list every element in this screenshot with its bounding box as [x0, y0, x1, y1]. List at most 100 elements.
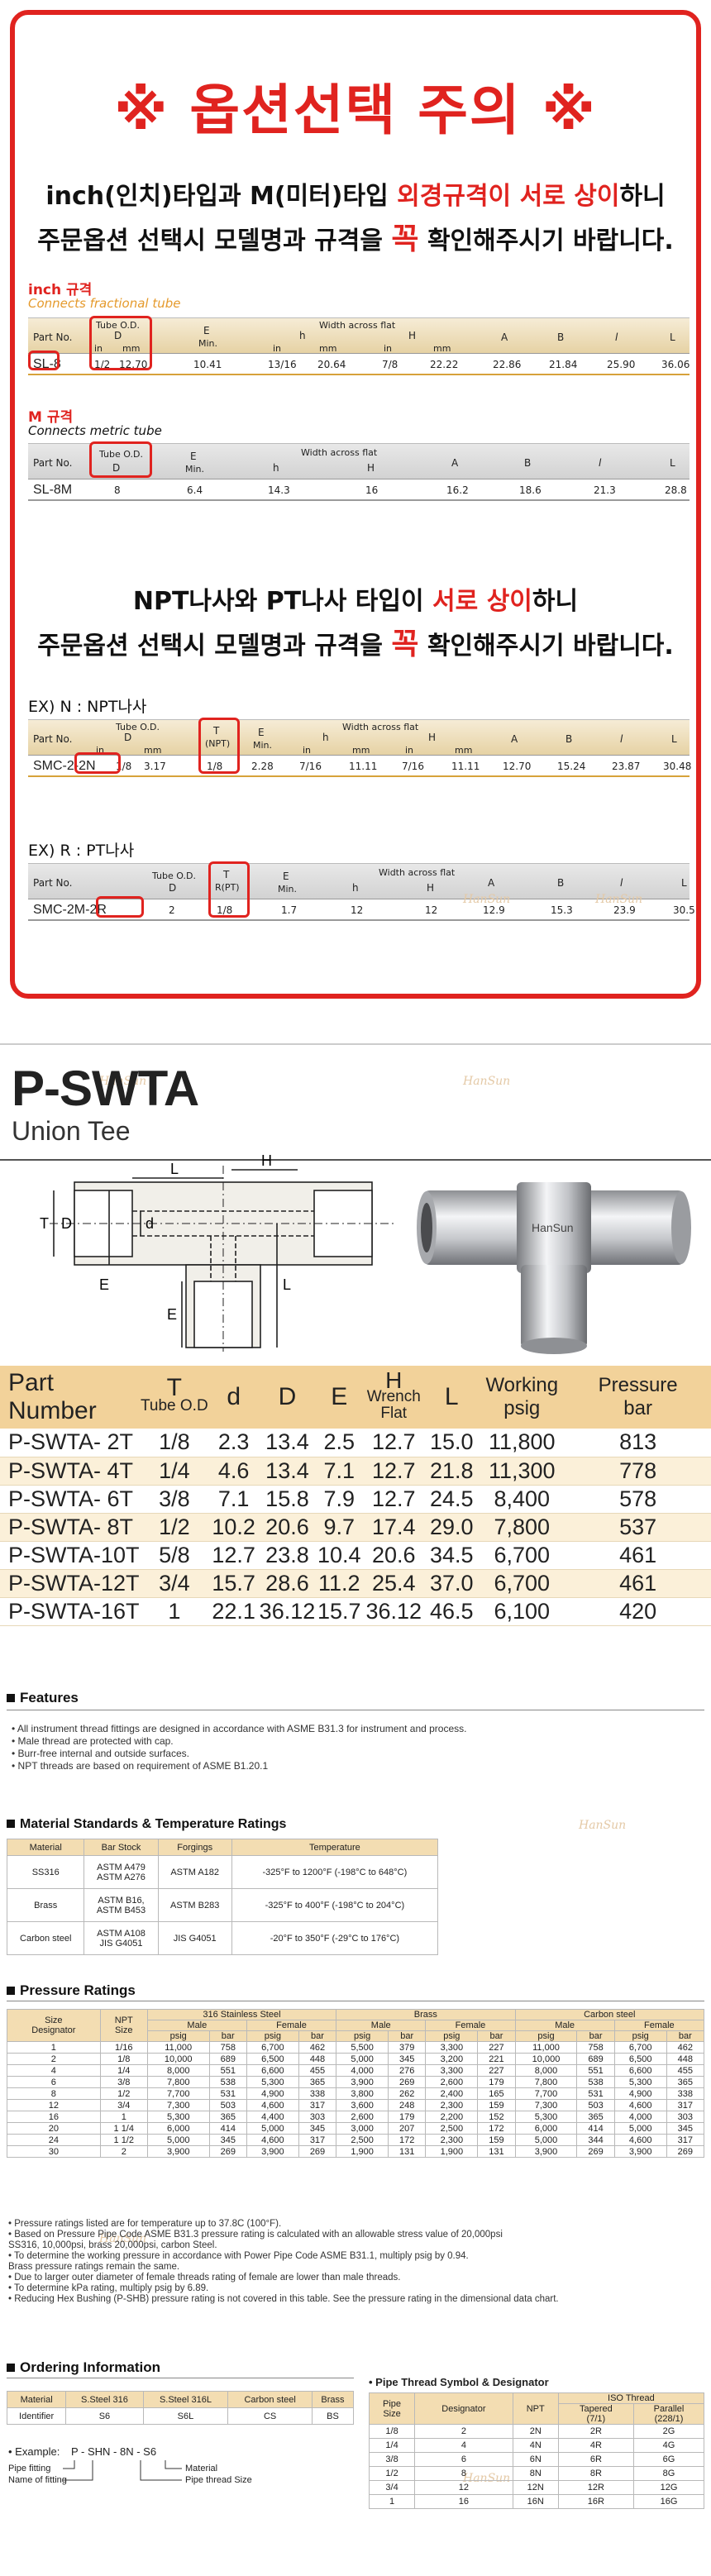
- col-e: E: [315, 1366, 364, 1429]
- table-cell: S6: [65, 2407, 144, 2425]
- table-cell: 6,000: [514, 2122, 578, 2135]
- table-cell: 462: [298, 2041, 337, 2054]
- table-cell: 221: [477, 2053, 516, 2065]
- table-cell: 3,900: [336, 2076, 389, 2088]
- pressure-note: Brass pressure ratings remain the same.: [8, 2262, 180, 2272]
- table-cell: 758: [208, 2041, 247, 2054]
- example-code: P - SHN - 8N - S6: [71, 2445, 157, 2458]
- table-cell: 531: [576, 2087, 615, 2100]
- example-label: • Example:: [8, 2445, 60, 2458]
- table-cell: 813: [619, 1429, 657, 1455]
- table-cell: 276: [388, 2064, 427, 2077]
- table-cell: 6,500: [246, 2053, 299, 2065]
- table-cell: 2,300: [425, 2134, 479, 2146]
- product-subtitle: Union Tee: [12, 1116, 131, 1146]
- table-cell: 1: [99, 2111, 148, 2123]
- table-cell: 269: [298, 2145, 337, 2158]
- watermark: HanSun: [99, 2232, 147, 2245]
- table-cell: 7.1: [315, 1457, 364, 1485]
- dimension-table: Part Number T Tube O.D d D E H Wrench Fl…: [0, 1366, 711, 1626]
- col-d: d: [208, 1366, 260, 1429]
- table-cell: 7,800: [514, 2076, 578, 2088]
- header-cell: psig: [425, 2030, 479, 2042]
- pressure-note: • Pressure ratings listed are for temper…: [8, 2219, 282, 2229]
- table-cell: 414: [576, 2122, 615, 2135]
- table-cell: 262: [388, 2087, 427, 2100]
- col-tube-od: T Tube O.D: [141, 1366, 208, 1429]
- table-cell: 12.7: [363, 1457, 425, 1485]
- table-cell: 248: [388, 2099, 427, 2111]
- table-cell: 172: [477, 2122, 516, 2135]
- notice-line-1: inch(인치)타입과 M(미터)타입 외경규격이 서로 상이하니: [45, 182, 666, 211]
- table-cell: 16R: [557, 2494, 634, 2509]
- table-cell: 2.3: [217, 1429, 250, 1455]
- union-tee-photo: HanSun: [417, 1182, 691, 1354]
- table-cell: 6,000: [146, 2122, 210, 2135]
- table-cell: Identifier: [6, 2407, 67, 2425]
- pressure-note: • To determine the working pressure in a…: [8, 2251, 469, 2261]
- table-cell: -325°F to 400°F (-198°C to 204°C): [231, 1888, 439, 1922]
- table-cell: 4G: [632, 2438, 705, 2453]
- header-cell: Male: [146, 2020, 247, 2031]
- brand-stamp: HanSun: [532, 1221, 574, 1234]
- header-cell: Designator: [414, 2392, 513, 2425]
- table-cell: S6L: [142, 2407, 229, 2425]
- table-cell: 12: [414, 2480, 513, 2495]
- table-cell: 5/8: [159, 1542, 190, 1567]
- table-cell: 345: [388, 2053, 427, 2065]
- header-cell: bar: [666, 2030, 705, 2042]
- table-cell: 2,600: [336, 2111, 389, 2123]
- table-cell: 7,800: [146, 2076, 210, 2088]
- table-cell: 317: [666, 2134, 705, 2146]
- header-cell: ISO Thread: [557, 2392, 705, 2404]
- table-cell: 6,600: [246, 2064, 299, 2077]
- table-cell: 3/4: [99, 2099, 148, 2111]
- table-cell: 3,900: [246, 2145, 299, 2158]
- table-cell: 11,800: [488, 1429, 556, 1455]
- table-cell: 538: [208, 2076, 247, 2088]
- pressure-note: SS316, 10,000psi, brass 20,000psi, carbo…: [8, 2240, 217, 2250]
- table-cell: Brass: [6, 1888, 85, 1922]
- table-cell: 5,300: [146, 2111, 210, 2123]
- table-cell: 36.12: [365, 1598, 422, 1624]
- header-cell: Female: [246, 2020, 337, 2031]
- table-cell: 6N: [512, 2452, 559, 2467]
- highlight-npt-code: [74, 752, 121, 774]
- pt-example-label: EX) R : PT나사: [28, 842, 135, 860]
- header-cell: 316 Stainless Steel: [146, 2009, 337, 2020]
- table-cell: P-SWTA-16T: [8, 1598, 140, 1624]
- table-cell: 179: [388, 2111, 427, 2123]
- header-cell: Bar Stock: [84, 1839, 159, 1856]
- header-cell: Forgings: [157, 1839, 232, 1856]
- table-cell: P-SWTA- 4T: [0, 1457, 141, 1485]
- table-cell: 8N: [512, 2466, 559, 2481]
- table-cell: 227: [477, 2064, 516, 2077]
- table-cell: 317: [298, 2099, 337, 2111]
- table-cell: 269: [576, 2145, 615, 2158]
- table-cell: 1/4: [141, 1457, 208, 1485]
- table-cell: 7,300: [514, 2099, 578, 2111]
- highlight-npt-thread: [198, 718, 240, 774]
- watermark: HanSun: [463, 1075, 511, 1088]
- table-cell: 503: [576, 2099, 615, 2111]
- notice-line-4: 주문옵션 선택시 모델명과 규격을 꼭 확인해주시기 바랍니다.: [37, 627, 674, 661]
- table-cell: 338: [666, 2087, 705, 2100]
- table-cell: 303: [666, 2111, 705, 2123]
- table-cell: 5,000: [246, 2122, 299, 2135]
- table-cell: 2,600: [425, 2076, 479, 2088]
- table-cell: 5,000: [514, 2134, 578, 2146]
- table-cell: 3,900: [514, 2145, 578, 2158]
- table-cell: 34.5: [429, 1542, 474, 1567]
- table-cell: 7,300: [146, 2099, 210, 2111]
- pressure-note: • To determine kPa rating, multiply psig…: [8, 2283, 209, 2293]
- pressure-note: • Due to larger outer diameter of female…: [8, 2273, 401, 2283]
